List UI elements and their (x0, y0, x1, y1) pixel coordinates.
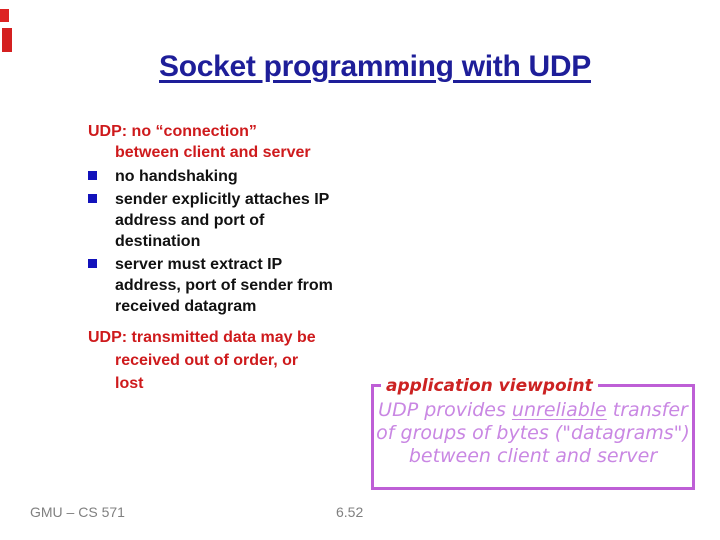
callout-line1-pre: UDP provides (378, 399, 512, 421)
callout-line1-post: transfer (606, 399, 688, 421)
list-item: server must extract IP address, port of … (88, 254, 350, 317)
footer-course-label: GMU – CS 571 (30, 504, 125, 520)
callout-line2: of groups of bytes ("datagrams") (376, 422, 690, 444)
udp-transmitted-paragraph: UDP: transmitted data may be received ou… (88, 326, 350, 395)
bullet-square-icon (88, 171, 97, 180)
bullet-text: no handshaking (115, 168, 238, 185)
udp-heading-line1: UDP: no “connection” (88, 123, 257, 140)
bullet-square-icon (88, 259, 97, 268)
bullet-text: sender explicitly attaches IP address an… (115, 191, 330, 250)
list-item: sender explicitly attaches IP address an… (88, 189, 350, 252)
callout-line3: between client and server (408, 445, 658, 467)
bullet-square-icon (88, 194, 97, 203)
body-text-column: UDP: no “connection” between client and … (88, 121, 350, 395)
bullet-list: no handshaking sender explicitly attache… (88, 166, 350, 317)
slide-title: Socket programming with UDP (159, 50, 591, 83)
application-viewpoint-callout: application viewpoint UDP provides unrel… (371, 374, 695, 490)
corner-red-mark-icon (2, 28, 12, 52)
bullet-text: server must extract IP address, port of … (115, 256, 333, 315)
callout-line1: UDP provides unreliable transfer (374, 399, 692, 422)
footer-page-number: 6.52 (336, 504, 364, 520)
udp-heading-line2: between client and server (115, 144, 311, 161)
udp-transmitted-line3: lost (115, 375, 144, 392)
callout-label: application viewpoint (381, 374, 598, 398)
callout-text: UDP provides unreliable transfer of grou… (374, 387, 692, 468)
list-item: no handshaking (88, 166, 350, 187)
callout-unreliable-underlined: unreliable (511, 399, 607, 421)
corner-decoration-icon (0, 0, 14, 56)
udp-transmitted-line1: UDP: transmitted data may be (88, 329, 316, 346)
corner-red-mark-icon (0, 9, 9, 22)
title-container: Socket programming with UDP (0, 50, 720, 84)
udp-transmitted-line2: received out of order, or (115, 352, 299, 369)
